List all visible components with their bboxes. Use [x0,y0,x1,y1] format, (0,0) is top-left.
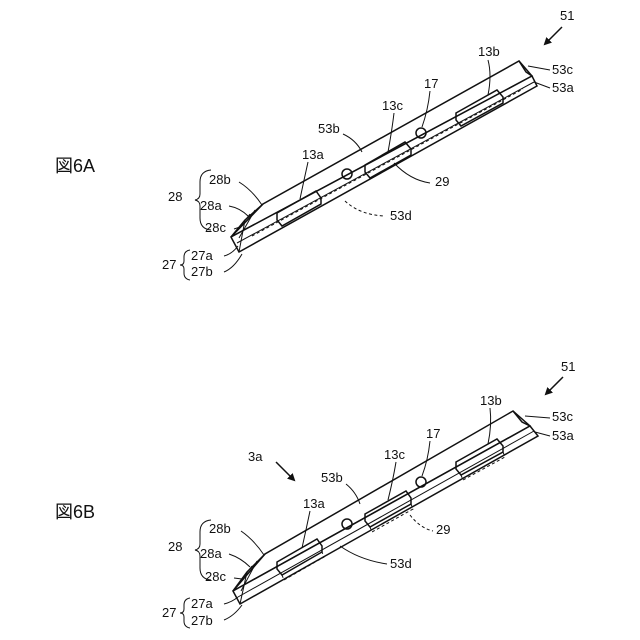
label-13a-6b: 13a [303,496,325,511]
label-29-6a: 29 [435,174,449,189]
leader-28b-6b [241,531,264,555]
leader-28a-6a [229,206,248,216]
leader-27b-6a [224,254,242,272]
rail-body-6a [231,61,537,252]
leader-53b-6a [343,134,362,152]
label-27a-6a: 27a [191,248,213,263]
label-28b-6a: 28b [209,172,231,187]
label-28a-6b: 28a [200,546,222,561]
label-13b-6b: 13b [480,393,502,408]
label-53c-6b: 53c [552,409,573,424]
brace-27-6a [180,250,190,280]
label-13c-6a: 13c [382,98,403,113]
rail-body-6b [233,411,538,604]
label-51-6a: 51 [560,8,574,23]
leader-53c-6a [528,66,550,70]
arrow-51-6a [545,27,562,44]
leader-27a-6b [224,597,238,604]
leader-53d-6b [340,546,387,564]
arrow-51-6b [546,377,563,394]
label-3a-6b: 3a [248,449,263,464]
label-53b-6a: 53b [318,121,340,136]
brace-27-6b [180,598,190,628]
leader-28b-6a [239,182,262,205]
label-51-6b: 51 [561,359,575,374]
leader-28c-6b [234,578,242,579]
arrow-3a-6b [276,462,294,480]
label-28c-6b: 28c [205,569,226,584]
label-53a-6a: 53a [552,80,574,95]
label-27-6b: 27 [162,605,176,620]
label-28b-6b: 28b [209,521,231,536]
figure-6b: 図6B 51 3a 53c [55,359,575,628]
figure-title-6a: 図6A [55,156,95,176]
label-53d-6a: 53d [390,208,412,223]
label-13c-6b: 13c [384,447,405,462]
label-53d-6b: 53d [390,556,412,571]
label-17-6b: 17 [426,426,440,441]
label-28-6a: 28 [168,189,182,204]
label-13a-6a: 13a [302,147,324,162]
label-13b-6a: 13b [478,44,500,59]
label-27-6a: 27 [162,257,176,272]
label-29-6b: 29 [436,522,450,537]
leader-29-6a [394,163,430,183]
label-27b-6a: 27b [191,264,213,279]
label-27a-6b: 27a [191,596,213,611]
figure-title-6b: 図6B [55,502,95,522]
label-28c-6a: 28c [205,220,226,235]
label-53a-6b: 53a [552,428,574,443]
label-53b-6b: 53b [321,470,343,485]
leader-27b-6b [224,605,242,620]
label-28-6b: 28 [168,539,182,554]
leader-53d-6a [345,201,385,216]
figure-6a: 図6A [55,8,574,280]
leader-29-6b [410,515,433,531]
label-17-6a: 17 [424,76,438,91]
label-27b-6b: 27b [191,613,213,628]
label-28a-6a: 28a [200,198,222,213]
label-53c-6a: 53c [552,62,573,77]
leader-28a-6b [229,554,250,567]
top-face-6a [231,61,532,237]
leader-53c-6b [525,416,550,418]
